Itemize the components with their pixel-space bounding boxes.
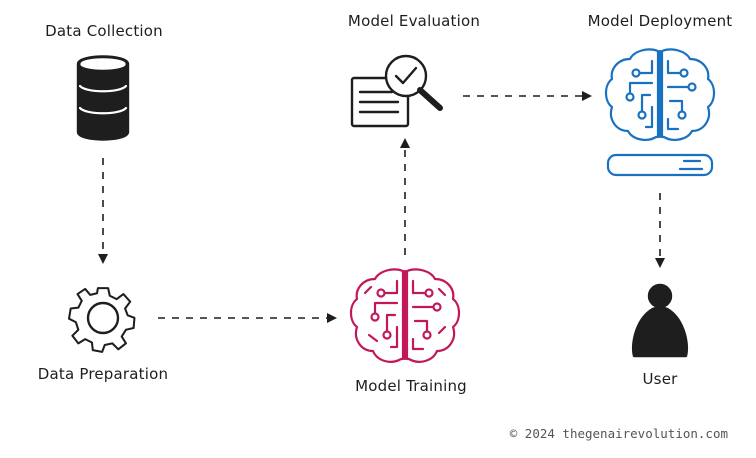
edges [98, 91, 665, 323]
node-label-data-collection: Data Collection [45, 22, 163, 40]
brain-circuit-icon [349, 268, 461, 363]
document-magnifier-icon [350, 54, 443, 128]
node-label-data-preparation: Data Preparation [37, 365, 169, 383]
gear-icon [67, 287, 136, 353]
node-label-model-deployment: Model Deployment [587, 12, 733, 30]
node-label-model-training: Model Training [355, 377, 467, 395]
node-label-model-evaluation: Model Evaluation [347, 12, 481, 30]
database-icon [76, 55, 130, 141]
brain-server-icon [604, 48, 716, 177]
user-icon [631, 283, 689, 358]
copyright-footer: © 2024 thegenairevolution.com [509, 426, 728, 441]
node-label-user: User [642, 370, 678, 388]
